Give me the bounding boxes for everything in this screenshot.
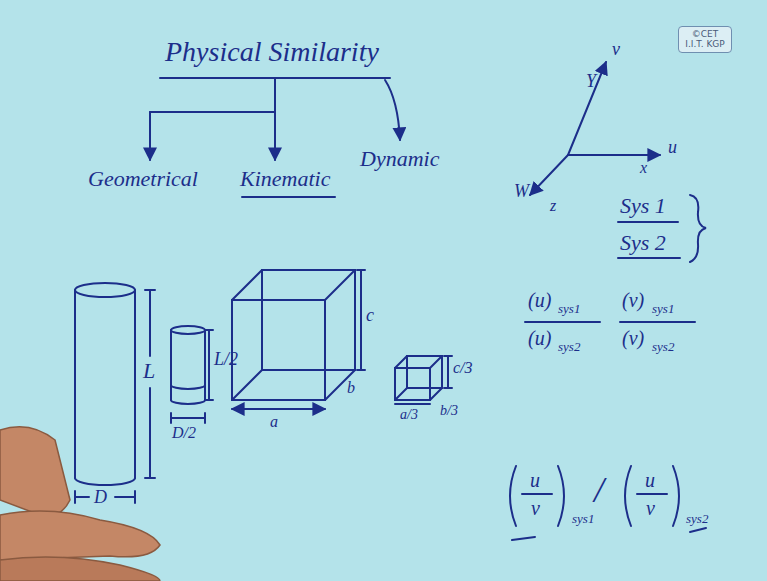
subscript: sys2 bbox=[652, 340, 674, 353]
subscript: sys2 bbox=[686, 512, 708, 525]
system-label: Sys 1 bbox=[620, 195, 666, 217]
ratio-term: v bbox=[531, 498, 540, 518]
logo-text: ©CET I.I.T. KGP bbox=[683, 29, 727, 50]
ratio-term: (v) bbox=[622, 328, 644, 348]
small-box bbox=[395, 356, 442, 400]
small-cylinder bbox=[171, 326, 205, 334]
small-cylinder bbox=[171, 326, 213, 423]
big-box bbox=[232, 270, 365, 409]
dimension: D bbox=[94, 488, 107, 506]
system-underlines bbox=[618, 257, 680, 259]
small-cylinder bbox=[171, 413, 205, 423]
system-label: Sys 2 bbox=[620, 232, 666, 254]
small-cylinder bbox=[171, 400, 205, 404]
axis-label: Y bbox=[586, 72, 596, 90]
ratio-term: u bbox=[645, 470, 655, 490]
axis-label: W bbox=[514, 182, 529, 200]
fraction-lines bbox=[510, 466, 516, 526]
axes bbox=[530, 155, 568, 195]
fraction-lines bbox=[522, 493, 552, 495]
big-cylinder bbox=[145, 290, 155, 478]
ratio-term: u bbox=[530, 470, 540, 490]
big-box bbox=[232, 408, 325, 410]
dimension: c bbox=[366, 306, 374, 324]
subscript: sys2 bbox=[558, 340, 580, 353]
dimension: a/3 bbox=[400, 408, 418, 422]
ratio-term: (u) bbox=[528, 290, 551, 310]
big-cylinder bbox=[75, 290, 135, 478]
system-underlines bbox=[690, 195, 706, 262]
fraction-lines bbox=[637, 493, 667, 495]
big-cylinder bbox=[75, 283, 155, 503]
axis-label: z bbox=[550, 198, 556, 214]
fraction-lines bbox=[525, 321, 600, 323]
axes bbox=[530, 62, 660, 195]
axis-label: v bbox=[612, 40, 620, 58]
branch-label: Dynamic bbox=[360, 148, 439, 170]
hand bbox=[0, 427, 160, 581]
big-box bbox=[357, 270, 365, 370]
axes bbox=[568, 154, 660, 156]
tree-lines bbox=[149, 112, 151, 160]
dimension: D/2 bbox=[172, 425, 196, 441]
big-cylinder bbox=[149, 290, 151, 478]
tree-lines bbox=[150, 78, 275, 112]
dimension: a bbox=[270, 414, 278, 430]
axis-label: u bbox=[668, 138, 677, 156]
branch-label: Kinematic bbox=[240, 168, 330, 190]
fraction-lines bbox=[620, 321, 695, 323]
heading: Physical Similarity bbox=[165, 38, 379, 66]
divide-sign: / bbox=[594, 472, 604, 508]
small-box bbox=[395, 403, 430, 405]
ratio-term: (u) bbox=[528, 328, 551, 348]
system-underlines bbox=[618, 221, 678, 223]
hand bbox=[0, 427, 70, 516]
tree-lines bbox=[274, 112, 276, 160]
big-cylinder bbox=[75, 478, 135, 485]
fraction-lines bbox=[558, 466, 564, 526]
fraction-lines bbox=[512, 537, 535, 540]
axis-label: x bbox=[640, 160, 647, 176]
hand bbox=[0, 557, 160, 581]
fraction-lines bbox=[510, 322, 706, 540]
dimension: c/3 bbox=[453, 360, 473, 376]
branch-label: Geometrical bbox=[88, 168, 198, 190]
tree-lines bbox=[242, 196, 335, 198]
hand bbox=[0, 511, 160, 560]
dimension: b bbox=[347, 380, 355, 396]
dimension: b/3 bbox=[440, 404, 458, 418]
fraction-lines bbox=[673, 466, 679, 526]
subscript: sys1 bbox=[652, 302, 674, 315]
big-cylinder bbox=[75, 283, 135, 297]
subscript: sys1 bbox=[558, 302, 580, 315]
small-cylinder bbox=[171, 330, 205, 400]
fraction-lines bbox=[690, 528, 706, 532]
big-box bbox=[232, 270, 355, 400]
system-underlines bbox=[618, 195, 706, 262]
dimension: L/2 bbox=[214, 350, 238, 368]
subscript: sys1 bbox=[572, 512, 594, 525]
small-box bbox=[395, 356, 452, 404]
tree-lines bbox=[385, 80, 400, 140]
axes bbox=[568, 62, 606, 155]
small-box bbox=[444, 356, 452, 388]
logo-box: ©CET I.I.T. KGP bbox=[678, 26, 732, 53]
ratio-term: v bbox=[646, 498, 655, 518]
small-cylinder bbox=[205, 330, 213, 400]
ratio-term: (v) bbox=[622, 290, 644, 310]
small-cylinder bbox=[171, 385, 205, 389]
fraction-lines bbox=[625, 466, 631, 526]
dimension: L bbox=[143, 360, 155, 382]
